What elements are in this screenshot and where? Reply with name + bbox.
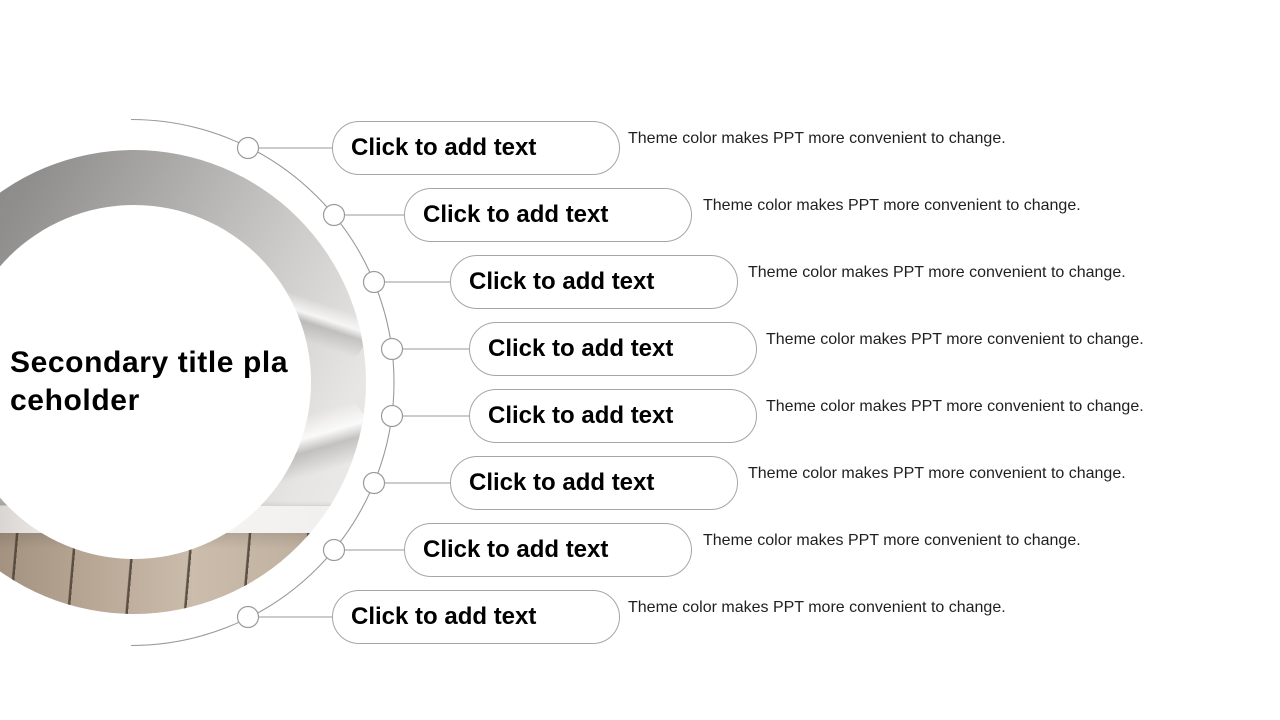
description-text-5[interactable]: Theme color makes PPT more convenient to… — [766, 398, 1144, 415]
text-placeholder-pill-7[interactable]: Click to add text — [404, 523, 692, 577]
connector-node — [380, 337, 404, 361]
text-placeholder-pill-2[interactable]: Click to add text — [404, 188, 692, 242]
description-text-1[interactable]: Theme color makes PPT more convenient to… — [628, 130, 1006, 147]
secondary-title-placeholder[interactable]: Secondary title pla ceholder — [10, 344, 340, 420]
description-text-2[interactable]: Theme color makes PPT more convenient to… — [703, 197, 1081, 214]
pill-label: Click to add text — [469, 268, 655, 295]
text-placeholder-pill-3[interactable]: Click to add text — [450, 255, 738, 309]
description-text-6[interactable]: Theme color makes PPT more convenient to… — [748, 465, 1126, 482]
pill-label: Click to add text — [488, 335, 674, 362]
text-placeholder-pill-4[interactable]: Click to add text — [469, 322, 757, 376]
connector-node — [380, 404, 404, 428]
description-text-4[interactable]: Theme color makes PPT more convenient to… — [766, 331, 1144, 348]
text-placeholder-pill-5[interactable]: Click to add text — [469, 389, 757, 443]
title-line-2: ceholder — [10, 384, 140, 417]
text-placeholder-pill-1[interactable]: Click to add text — [332, 121, 620, 175]
text-placeholder-pill-8[interactable]: Click to add text — [332, 590, 620, 644]
description-text-8[interactable]: Theme color makes PPT more convenient to… — [628, 599, 1006, 616]
connector-node — [362, 471, 386, 495]
description-text-7[interactable]: Theme color makes PPT more convenient to… — [703, 532, 1081, 549]
title-line-1: Secondary title pla — [10, 346, 289, 379]
ring-photo — [0, 150, 366, 614]
pill-label: Click to add text — [423, 536, 609, 563]
pill-label: Click to add text — [351, 134, 537, 161]
text-placeholder-pill-6[interactable]: Click to add text — [450, 456, 738, 510]
pill-label: Click to add text — [351, 603, 537, 630]
pill-label: Click to add text — [469, 469, 655, 496]
pill-label: Click to add text — [488, 402, 674, 429]
pill-label: Click to add text — [423, 201, 609, 228]
ring-hole — [0, 205, 311, 559]
description-text-3[interactable]: Theme color makes PPT more convenient to… — [748, 264, 1126, 281]
connector-node — [362, 270, 386, 294]
